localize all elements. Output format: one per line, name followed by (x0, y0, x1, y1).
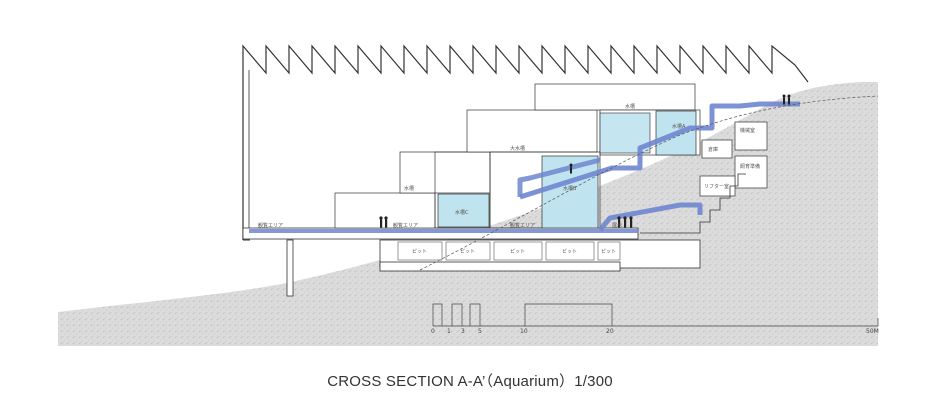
scale-tick-20: 20 (606, 328, 614, 335)
viewing-floor-band (249, 229, 638, 233)
sightline-dashed (419, 95, 879, 271)
scale-tick-1: 1 (447, 328, 451, 335)
pit-label-2: ピット (460, 249, 475, 255)
label-tank-top: 水槽 (625, 103, 635, 110)
diagram-caption: CROSS SECTION A-A’（Aquarium）1/300 (327, 373, 613, 390)
pit-row (397, 241, 621, 261)
label-tank-mid: 水槽 (404, 185, 414, 192)
right-stair-profile (640, 173, 746, 234)
label-lift: リフター室 (704, 183, 729, 190)
pit-label-1: ピット (412, 249, 427, 255)
people-figures (379, 94, 791, 228)
label-backyard2: 飼育準備 (740, 163, 760, 170)
label-storage: 倉庫 (708, 146, 718, 153)
scale-tick-3: 3 (461, 328, 465, 335)
label-viewing-area-left: 観覧エリア (258, 222, 283, 229)
pit-label-4: ピット (562, 249, 577, 255)
building-outline (242, 44, 809, 240)
label-exhibit: 展示 (612, 223, 622, 229)
label-backyard: 機械室 (740, 127, 755, 134)
visitor-ramp (519, 101, 800, 200)
label-viewing-area-low: 観覧エリア (510, 222, 535, 229)
label-large-tank: 大水槽 (510, 145, 525, 152)
label-tank-small: 水槽C (455, 209, 469, 216)
support-column (286, 239, 294, 297)
visitor-ramp-lower (598, 202, 703, 232)
scale-tick-5: 5 (478, 328, 482, 335)
pit-label-5: ピット (601, 249, 616, 255)
scale-tick-10: 10 (520, 328, 528, 335)
scale-bar (432, 303, 879, 327)
label-tank-big: 水槽B (563, 185, 577, 192)
service-rooms (699, 121, 768, 197)
visitor-ramp-mid (517, 157, 601, 197)
pit-label-3: ピット (510, 249, 525, 255)
label-viewing-area-mid: 観覧エリア (393, 222, 418, 229)
scale-tick-50m: 50M (866, 328, 879, 335)
scale-tick-0: 0 (431, 328, 435, 335)
label-tank-upper: 水槽A (672, 123, 686, 130)
ground-terrain (58, 82, 878, 346)
tank-small (437, 193, 490, 228)
